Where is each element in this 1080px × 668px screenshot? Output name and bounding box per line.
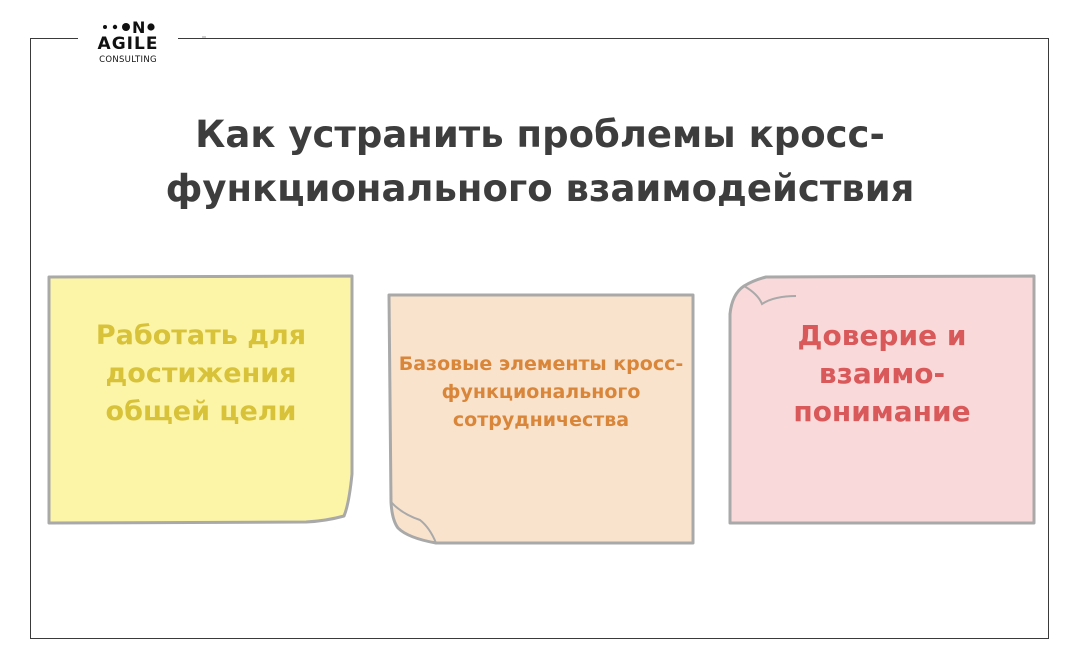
sticky-note-paper (47, 274, 354, 525)
slide-title: Как устранить проблемы кросс-функциональ… (165, 113, 915, 210)
sticky-note-trust: Доверие и взаимо-понимание (726, 274, 1038, 526)
logo-subtitle: CONSULTING (99, 55, 157, 65)
sticky-note-text: Базовые элементы кросс-функционального с… (398, 353, 684, 431)
sticky-note-common-goal: Работать для достижения общей цели (46, 274, 356, 526)
sticky-note-paper (387, 293, 695, 545)
sticky-note-paper (728, 274, 1036, 525)
svg-text:N: N (132, 18, 145, 34)
sticky-note-text: Работать для достижения общей цели (95, 320, 307, 427)
agile-consulting-logo: N AGILE CONSULTING (78, 12, 178, 68)
logo-dots-mark: N (103, 18, 155, 34)
frame-tick-mark (202, 36, 206, 38)
slide-frame (30, 38, 1049, 639)
logo-wordmark: AGILE (97, 34, 159, 54)
sticky-note-cross-functional-basics: Базовые элементы кросс-функционального с… (386, 292, 696, 546)
sticky-note-text: Доверие и взаимо-понимание (793, 319, 971, 428)
